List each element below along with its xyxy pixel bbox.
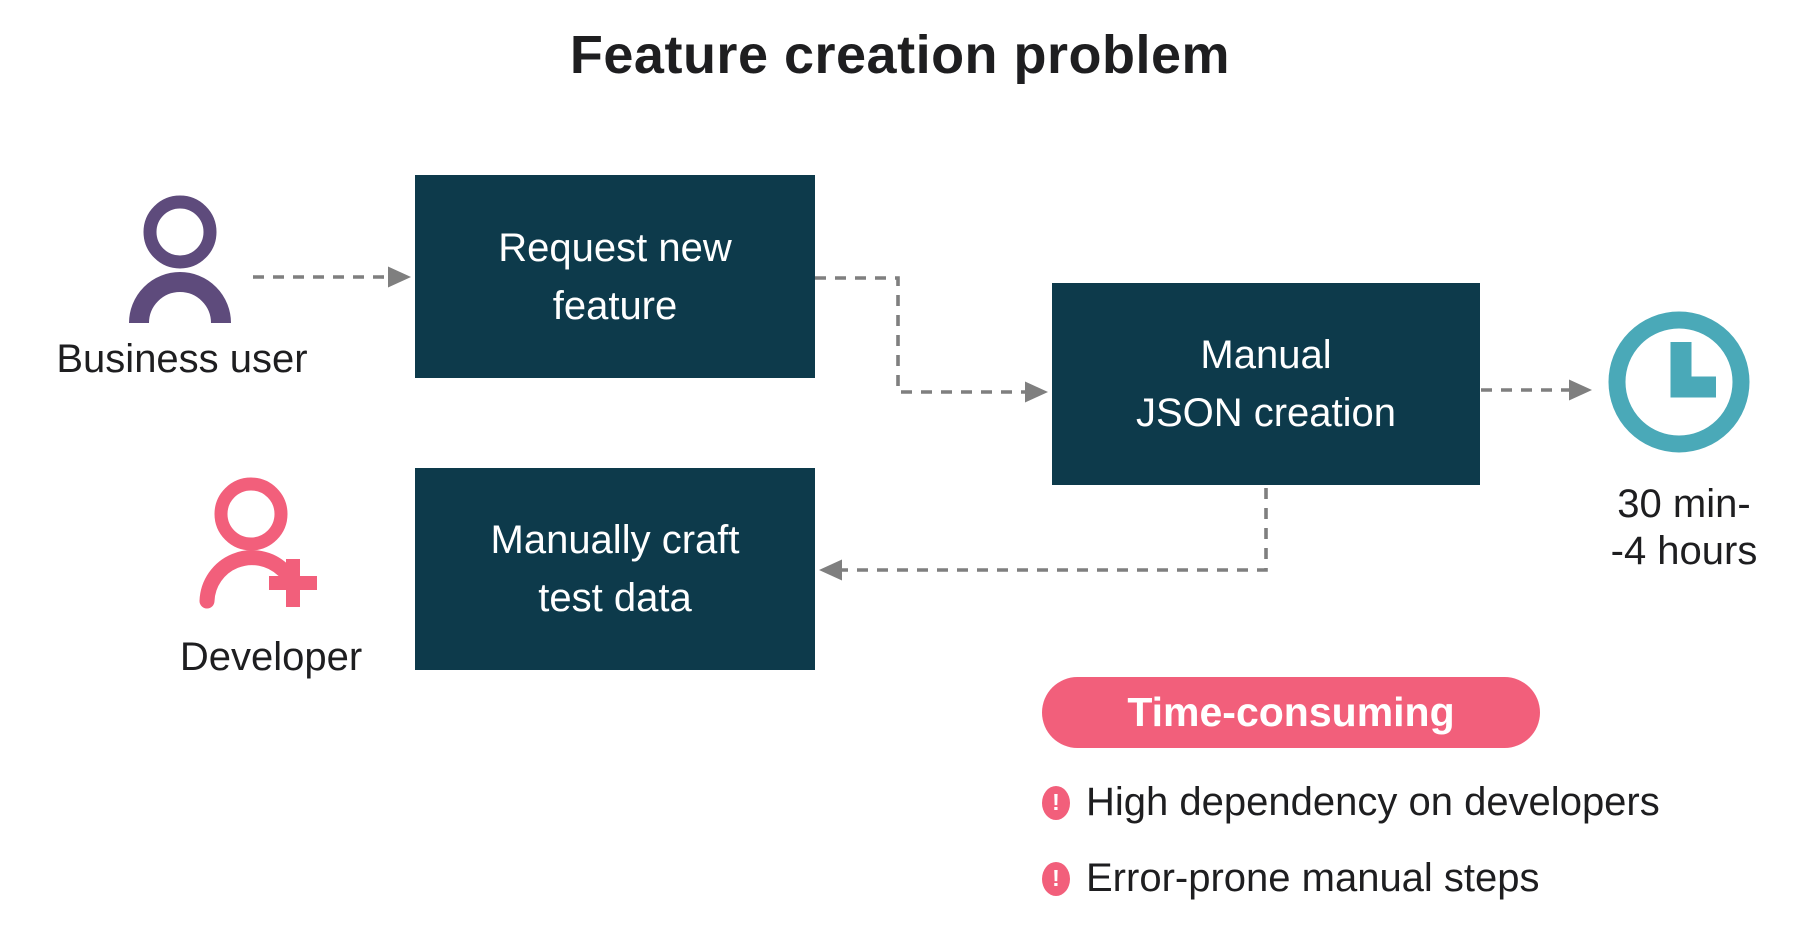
time-consuming-badge: Time-consuming xyxy=(1042,677,1540,748)
duration-label: 30 min- -4 hours xyxy=(1610,482,1758,573)
step-manual-json-creation: Manual JSON creation xyxy=(1052,283,1480,485)
issue-item: ! Error-prone manual steps xyxy=(1042,856,1540,901)
clock-icon xyxy=(1608,311,1750,453)
developer-icon xyxy=(199,477,317,609)
page-title: Feature creation problem xyxy=(569,25,1231,85)
alert-icon: ! xyxy=(1042,785,1070,820)
step-request-new-feature: Request new feature xyxy=(415,175,815,378)
connector-request-to-json xyxy=(815,276,1048,403)
developer-label: Developer xyxy=(179,635,363,679)
connector-json-to-clock xyxy=(1481,379,1592,401)
alert-icon: ! xyxy=(1042,861,1070,896)
business-user-icon xyxy=(129,195,231,324)
issue-item: ! High dependency on developers xyxy=(1042,780,1660,825)
step-manually-craft-test-data: Manually craft test data xyxy=(415,468,815,670)
business-user-label: Business user xyxy=(56,337,308,381)
issue-text: Error-prone manual steps xyxy=(1086,856,1540,900)
connector-business-to-request xyxy=(253,266,411,288)
connector-json-to-craft xyxy=(819,488,1268,581)
issue-text: High dependency on developers xyxy=(1086,780,1660,824)
